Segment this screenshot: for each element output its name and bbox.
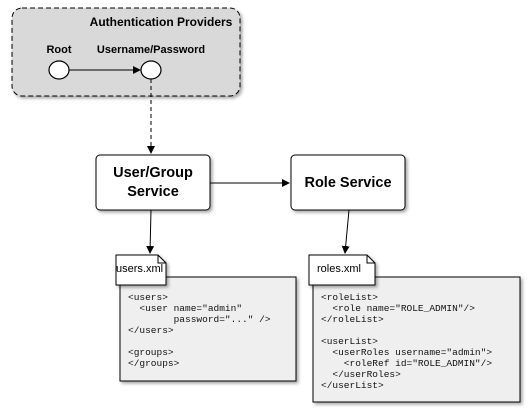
roles-file-content-box bbox=[312, 276, 521, 403]
role-service-label: Role Service bbox=[304, 175, 392, 191]
users-file-content: <users> <user name="admin" password="...… bbox=[128, 292, 271, 369]
username-password-node bbox=[140, 60, 162, 80]
root-node-label: Root bbox=[46, 44, 72, 56]
roles-file-name: roles.xml bbox=[316, 263, 361, 275]
users-file-name: users.xml bbox=[116, 263, 164, 275]
users-file-fold bbox=[157, 255, 166, 264]
username-password-node-label: Username/Password bbox=[96, 44, 206, 56]
auth-providers-group bbox=[11, 7, 241, 97]
role-service-box bbox=[290, 154, 406, 211]
roles-file-tab bbox=[308, 254, 376, 286]
roles-file-content: <roleList> <role name="ROLE_ADMIN"/> </r… bbox=[321, 292, 493, 391]
users-file-tab bbox=[115, 254, 167, 286]
roles-file-fold bbox=[366, 255, 375, 264]
user-group-service-label: User/Group Service bbox=[113, 165, 193, 200]
root-node bbox=[48, 60, 70, 80]
usergroup-to-users-file-arrow bbox=[146, 209, 155, 254]
users-file-content-box bbox=[119, 276, 297, 382]
role-to-roles-file-arrow bbox=[341, 209, 350, 254]
auth-providers-title: Authentication Providers bbox=[89, 15, 233, 29]
